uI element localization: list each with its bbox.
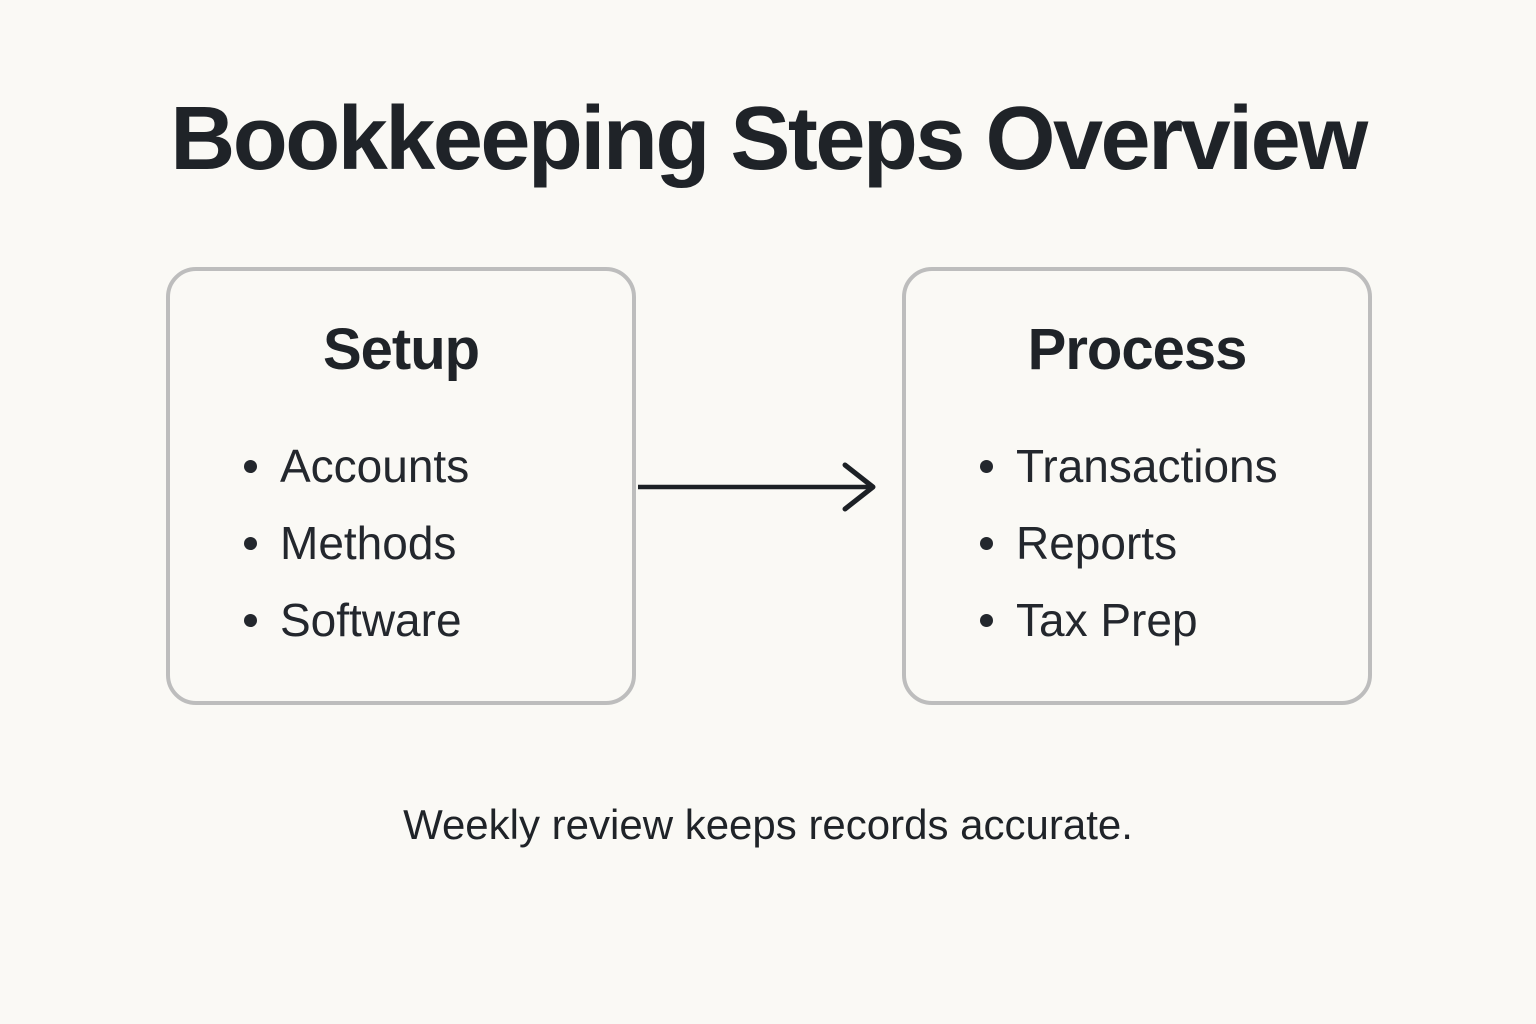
footer-note: Weekly review keeps records accurate. [403,801,1133,848]
process-box-title: Process [1027,317,1248,382]
setup-box: Setup Accounts Methods Software [166,267,636,705]
process-box: Process Transactions Reports Tax Prep [902,267,1372,705]
page-title: Bookkeeping Steps Overview [170,89,1368,189]
arrow-right-icon [638,462,876,512]
list-item-reports: Reports [980,505,1368,582]
setup-list: Accounts Methods Software [170,428,632,659]
list-item-tax-prep: Tax Prep [980,582,1368,659]
list-item-methods: Methods [244,505,632,582]
setup-box-title: Setup [322,317,480,382]
list-item-software: Software [244,582,632,659]
process-list: Transactions Reports Tax Prep [906,428,1368,659]
list-item-accounts: Accounts [244,428,632,505]
list-item-transactions: Transactions [980,428,1368,505]
